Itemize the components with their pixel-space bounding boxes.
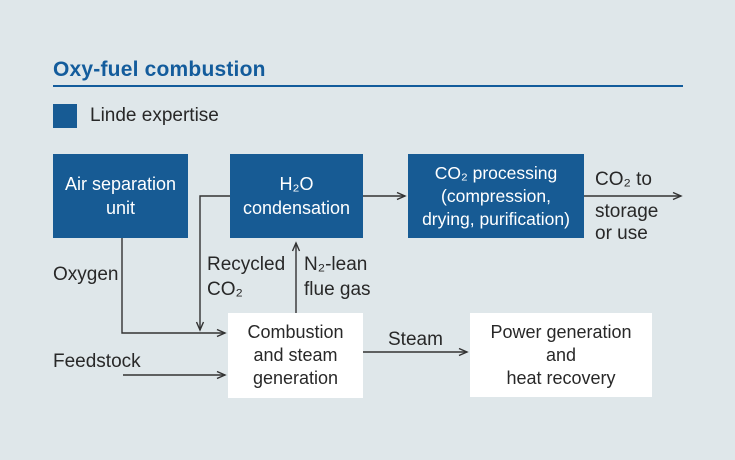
co2-to-label: CO₂ to [595, 169, 652, 190]
linde-expertise-swatch [53, 104, 77, 128]
node-air-separation-unit: Air separation unit [53, 154, 188, 238]
node-co2-processing: CO₂ processing (compression, drying, pur… [408, 154, 584, 238]
n2-lean-flue-gas-label: N₂-lean flue gas [304, 254, 371, 300]
oxygen-label: Oxygen [53, 264, 119, 285]
title-underline [53, 85, 683, 87]
node-power-generation-heat-recovery: Power generation and heat recovery [470, 313, 652, 397]
feedstock-label: Feedstock [53, 351, 141, 372]
storage-or-use-label: storage or use [595, 201, 659, 244]
node-combustion-steam-generation: Combustion and steam generation [228, 313, 363, 398]
steam-label: Steam [388, 329, 443, 350]
recycled-co2-label: Recycled CO₂ [207, 254, 286, 300]
legend-label: Linde expertise [90, 105, 219, 126]
legend: Linde expertise [53, 104, 219, 128]
diagram-title: Oxy-fuel combustion [53, 58, 266, 81]
node-h2o-condensation: H₂O condensation [230, 154, 363, 238]
